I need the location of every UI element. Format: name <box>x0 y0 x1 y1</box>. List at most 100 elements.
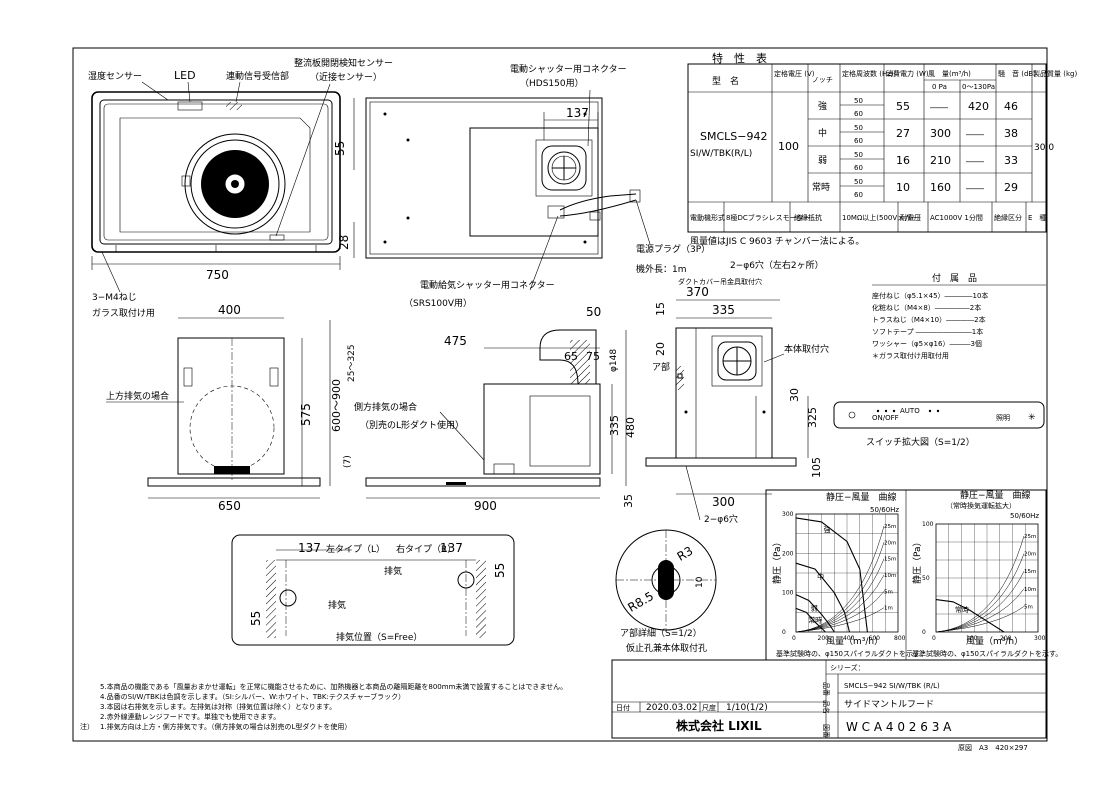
chart1-y-tick: 0 <box>782 629 786 636</box>
spec-row-weak: 弱 50 60 16 210 ―― 33 <box>818 151 1018 172</box>
scale-value: 1/10(1/2) <box>726 703 768 713</box>
label-exhaust-left: 排気 <box>328 599 346 611</box>
switch-label-onoff: ON/OFF <box>872 414 899 422</box>
chart1-duct-curve <box>795 558 885 633</box>
label-holes-6b: 2−φ6穴 <box>704 513 738 525</box>
accessory-item: ワッシャー（φ5×φ16）―――3個 <box>872 339 982 348</box>
hdr-notch: ノッチ <box>812 76 833 84</box>
dim-25-325: 25〜325 <box>347 344 357 382</box>
dim-20: 20 <box>654 342 667 356</box>
chart2-y-tick: 0 <box>922 629 926 636</box>
svg-text:――: ―― <box>966 157 984 167</box>
svg-text:55: 55 <box>896 100 910 113</box>
dim-148: φ148 <box>609 349 619 372</box>
label-signal-receiver: 連動信号受信部 <box>226 70 289 82</box>
svg-text:16: 16 <box>896 154 910 167</box>
chart2-duct-label: 5m <box>1024 604 1033 610</box>
note-line: 4.品番のSI/W/TBKは色調を示します。（SI:シルバー、W:ホワイト、TB… <box>100 692 405 701</box>
chart1-duct-label: 25m <box>884 524 896 530</box>
svg-text:――: ―― <box>966 130 984 140</box>
accessory-item: 座付ねじ（φ5.1×45）――――10本 <box>872 291 988 300</box>
chart2-y-tick: 50 <box>922 575 930 582</box>
chart1-y-tick: 300 <box>782 511 794 518</box>
switch-caption: スイッチ拡大図（S=1/2） <box>866 436 975 448</box>
svg-text:――: ―― <box>930 103 948 113</box>
svg-text:強: 強 <box>818 100 827 112</box>
svg-text:10: 10 <box>896 181 910 194</box>
dim-105: 105 <box>810 457 823 478</box>
chart1-subtitle: 50/60Hz <box>870 506 899 514</box>
svg-text:常時: 常時 <box>812 181 830 193</box>
note-line: 1.排気方向は上方・側方排気です。（側方排気の場合は別売のL型ダクトを使用） <box>100 722 351 731</box>
title-block: シリーズ： 品番 SMCLS−942 SI/W/TBK (R/L) 品名 サイド… <box>611 659 1047 752</box>
side-view: 900 475 50 65 75 φ148 335 480 35 側方排気の場合… <box>354 305 637 513</box>
a-part-detail: R3 R8.5 10 ア部詳細（S=1/2） 仮止孔兼本体取付孔 <box>615 529 717 654</box>
svg-text:50: 50 <box>854 97 863 105</box>
chart1-duct-curve <box>795 542 885 633</box>
svg-text:弱: 弱 <box>818 155 827 166</box>
chart1-duct-curve <box>795 525 885 633</box>
label-top-exhaust: 上方排気の場合 <box>106 390 169 402</box>
hdr-pa0: 0 Pa <box>932 83 947 91</box>
dim-30: 30 <box>788 388 801 402</box>
spec-row-always: 常時 50 60 10 160 ―― 29 <box>812 178 1018 199</box>
chart1-x-tick: 0 <box>792 635 796 642</box>
dim-137-left: 137 <box>298 541 321 555</box>
chart2-x-tick: 0 <box>932 635 936 642</box>
svg-text:160: 160 <box>930 181 951 194</box>
dim-55-left: 55 <box>249 611 263 626</box>
label-left-type: 左タイプ（L） <box>326 543 385 555</box>
svg-text:60: 60 <box>854 110 863 118</box>
hdr-freq: 定格周波数 (Hz) <box>842 69 894 78</box>
label-humidity-sensor: 湿度センサー <box>88 70 142 82</box>
label-temp-hole: 仮止孔兼本体取付孔 <box>626 642 707 654</box>
label-side-exhaust: 側方排気の場合 <box>354 401 417 413</box>
svg-text:38: 38 <box>1004 127 1018 140</box>
chart2-subtitle2: 50/60Hz <box>1010 512 1039 520</box>
dim-400: 400 <box>218 303 241 317</box>
chart1-series-line <box>795 607 826 633</box>
chart1-series-line <box>795 562 851 633</box>
svg-text:60: 60 <box>854 191 863 199</box>
chart1-duct-curve <box>795 607 885 633</box>
chart-static-pressure-enlarged: 静圧−風量 曲線 （常時換気運転拡大） 50/60Hz 静圧（Pa） 風量（m³… <box>911 489 1062 658</box>
label-hds150: （HDS150用） <box>520 78 584 89</box>
label-l-duct-note: （別売のL形ダクト使用） <box>360 419 464 431</box>
dim-55-right: 55 <box>493 563 507 578</box>
spec-table: 特 性 表 型 名 定格電圧 (V) ノッチ 定格周波数 (Hz) 消費電力 (… <box>687 51 1077 247</box>
label-cord-length: 機外長：1m <box>636 263 687 275</box>
hdr-model: 型 名 <box>712 75 739 87</box>
dim-r3: R3 <box>675 544 696 564</box>
label-duct-cover-hole: ダクトカバー吊金具取付穴 <box>678 277 762 286</box>
dim-335: 335 <box>608 415 621 436</box>
note-line: 3.本図は右排気を示します。左排気は対称（排気位置は除く）となります。 <box>100 702 336 711</box>
chart1-x-tick: 800 <box>894 635 906 642</box>
sheet-frame <box>72 47 1048 742</box>
hdr-airflow: 風 量(m³/h) <box>928 70 971 78</box>
sheet-info: 原図 A3 420×297 <box>958 744 1028 752</box>
chart2-series-label: 常時 <box>955 605 969 614</box>
chart1-duct-label: 5m <box>884 589 893 595</box>
motor-label: 電動機形式 <box>690 213 725 222</box>
label-srs100v: （SRS100V用） <box>404 298 472 309</box>
dim-300: 300 <box>712 495 735 509</box>
date-label: 日付 <box>616 703 630 712</box>
label-m4-screws: 3−M4ねじ <box>92 292 137 303</box>
dim-575: 575 <box>299 403 313 426</box>
dim-325: 325 <box>806 407 819 428</box>
label-led: LED <box>174 69 196 82</box>
dim-750: 750 <box>206 268 229 282</box>
chart1-duct-label: 10m <box>884 573 896 579</box>
chart1-series-label: 中 <box>817 572 824 581</box>
dim-137-right: 137 <box>440 541 463 555</box>
svg-text:420: 420 <box>968 100 989 113</box>
dim-900: 900 <box>474 499 497 513</box>
chart1-x-tick: 400 <box>843 635 855 642</box>
label-body-mount-hole: 本体取付穴 <box>784 343 829 355</box>
chart2-title: 静圧−風量 曲線 <box>960 489 1031 501</box>
label-power-plug: 電源プラグ（3P） <box>636 243 710 255</box>
model-label: 品番 <box>822 682 830 696</box>
note-line: 5.本商品の機能である「風量おまかせ運転」を正常に機能させるために、加熱機器と本… <box>100 682 567 691</box>
class-label: 絶縁区分 <box>994 213 1022 222</box>
dim-650: 650 <box>218 499 241 513</box>
